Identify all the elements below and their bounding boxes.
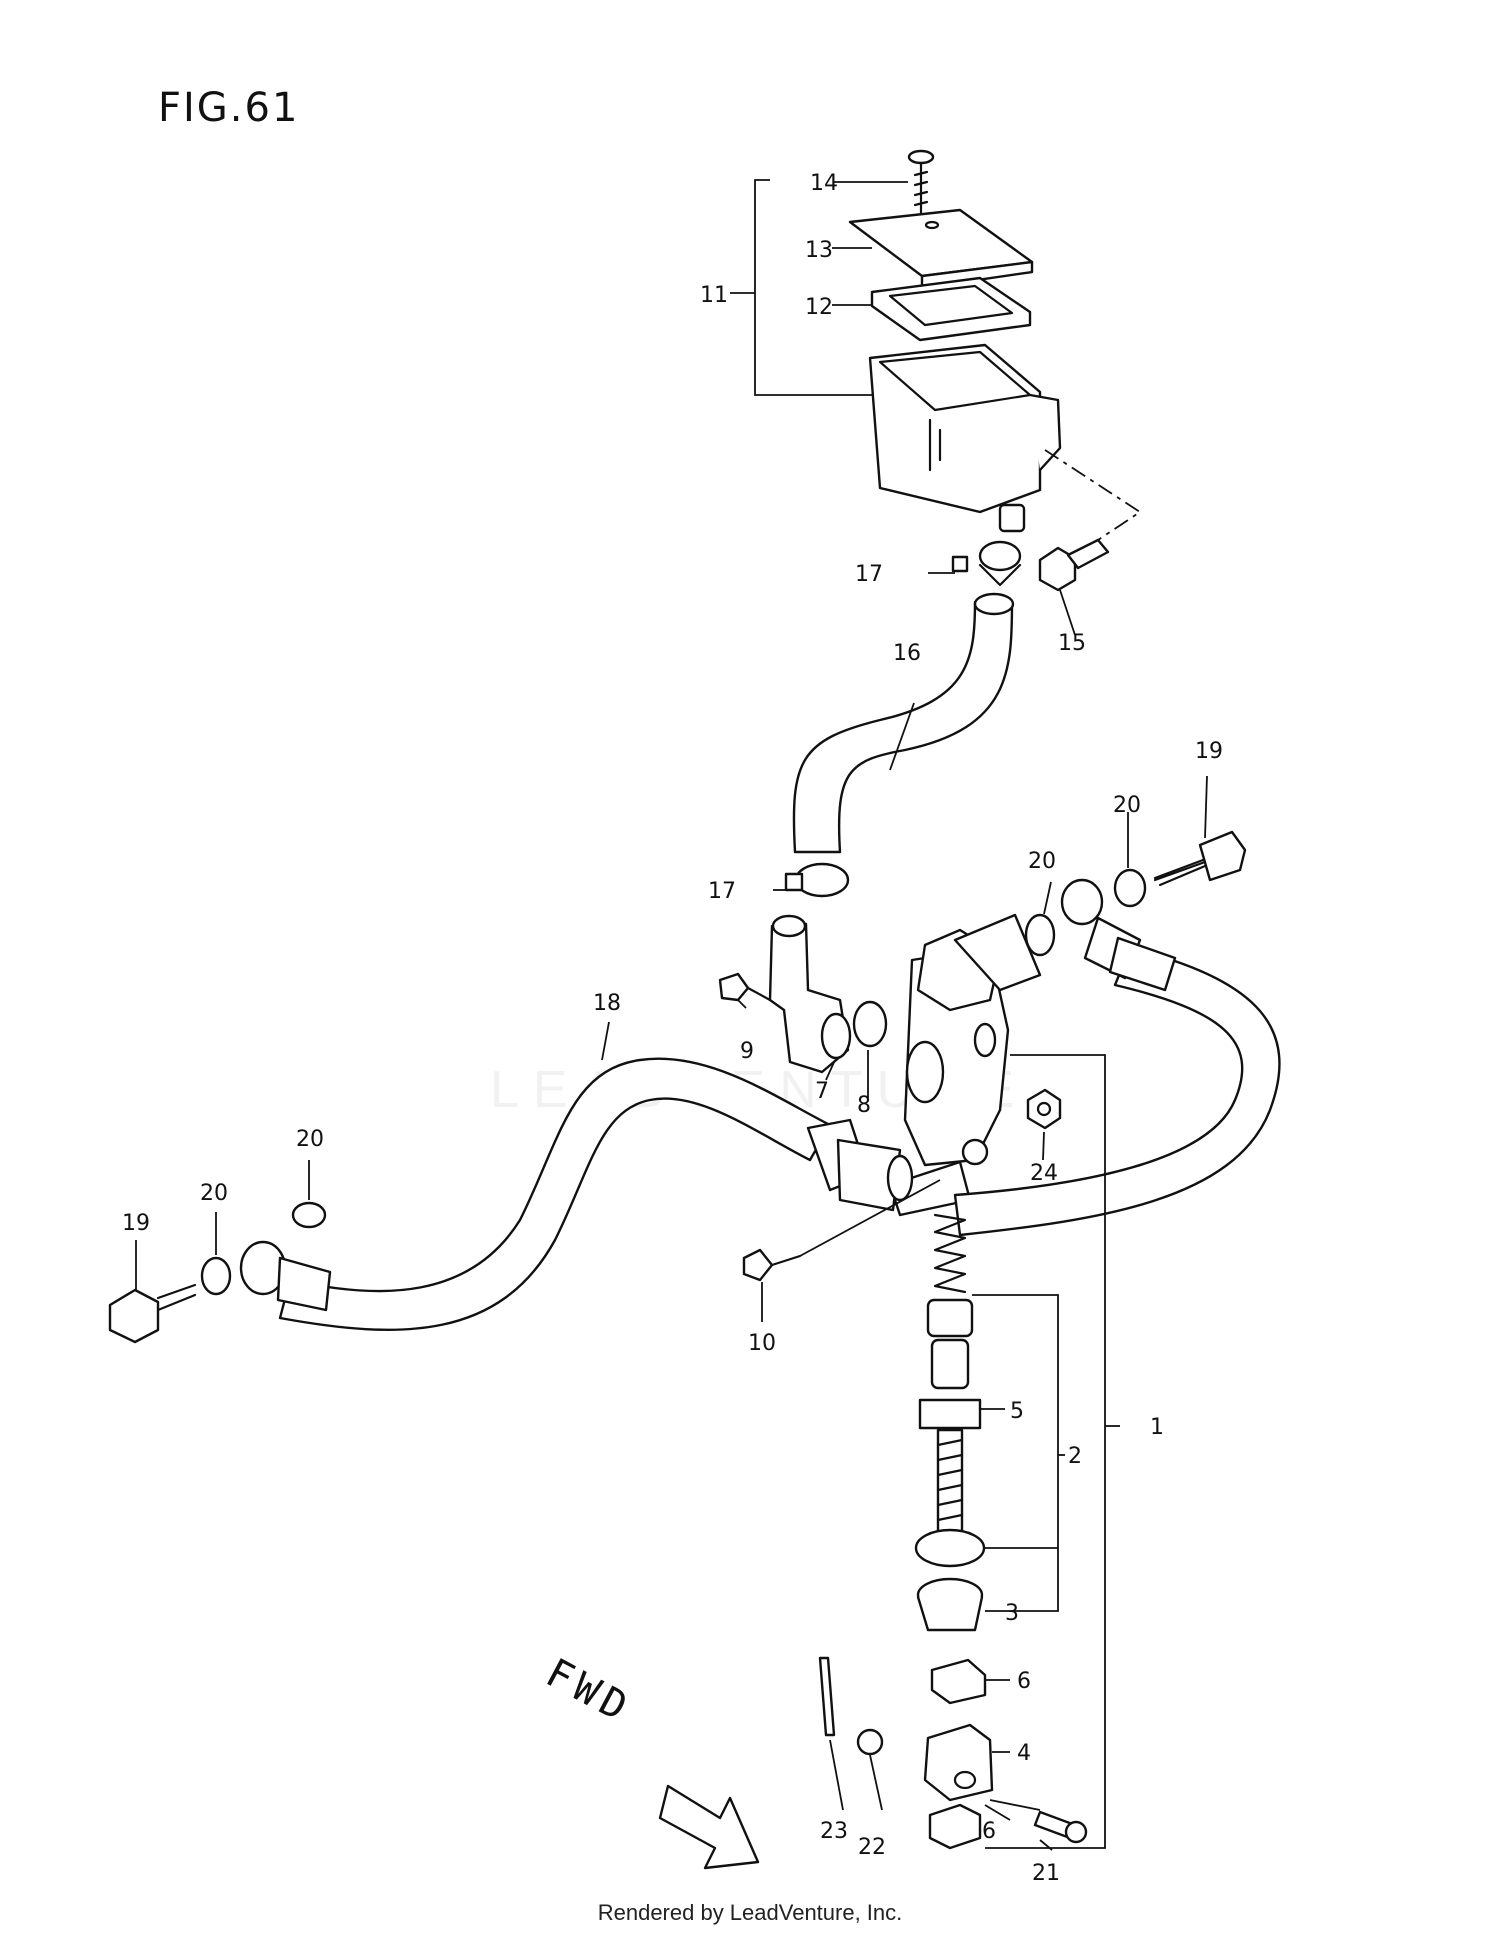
callout-4: 4	[1017, 1741, 1031, 1766]
callout-6-upper: 6	[1017, 1669, 1031, 1694]
body-nut[interactable]	[1026, 1088, 1062, 1130]
reservoir-diaphragm[interactable]	[870, 276, 1032, 342]
callout-2: 2	[1068, 1444, 1082, 1469]
piston-assembly[interactable]	[926, 1298, 974, 1390]
callout-15: 15	[1058, 631, 1086, 656]
callout-1: 1	[1150, 1415, 1164, 1440]
callout-24: 24	[1030, 1161, 1058, 1186]
inlet-o-ring[interactable]	[852, 1000, 888, 1048]
clevis-pin[interactable]	[989, 1799, 1088, 1844]
crush-washer-right-b[interactable]	[1113, 868, 1147, 908]
clevis[interactable]	[923, 1723, 994, 1802]
hose-clamp-upper[interactable]	[951, 540, 1022, 587]
locknut-upper[interactable]	[930, 1658, 987, 1705]
callout-10: 10	[748, 1331, 776, 1356]
callout-14: 14	[810, 171, 838, 196]
callout-17-lower: 17	[708, 879, 736, 904]
reservoir-hose[interactable]	[792, 600, 1014, 854]
hose-clamp-lower[interactable]	[784, 862, 850, 898]
inlet-screw[interactable]	[718, 972, 772, 1002]
callout-3: 3	[1005, 1601, 1019, 1626]
callout-9: 9	[740, 1039, 754, 1064]
banjo-fitting-right[interactable]	[1060, 878, 1177, 992]
body-screw[interactable]	[742, 1248, 802, 1282]
callout-21: 21	[1032, 1861, 1060, 1886]
callout-23: 23	[820, 1819, 848, 1844]
inlet-elbow-fitting[interactable]	[768, 914, 852, 1074]
banjo-fitting-left[interactable]	[239, 1240, 332, 1312]
forward-direction-arrow	[658, 1784, 760, 1870]
reservoir-body[interactable]	[868, 343, 1062, 533]
crush-washer-left-b[interactable]	[200, 1256, 232, 1296]
callout-6-lower: 6	[982, 1819, 996, 1844]
callout-20-left-b: 20	[200, 1181, 228, 1206]
callout-11: 11	[700, 283, 728, 308]
callout-16: 16	[893, 641, 921, 666]
crush-washer-right-a[interactable]	[1024, 913, 1056, 957]
locknut-lower[interactable]	[928, 1803, 982, 1850]
crush-washer-left-a[interactable]	[291, 1201, 327, 1229]
callout-20-left-a: 20	[296, 1127, 324, 1152]
brake-hose-right[interactable]	[953, 946, 1281, 1237]
master-cylinder-body[interactable]	[888, 913, 1042, 1217]
dust-boot[interactable]	[916, 1577, 984, 1632]
callout-8: 8	[857, 1093, 871, 1118]
banjo-fitting-center[interactable]	[806, 1118, 914, 1212]
banjo-bolt-left[interactable]	[108, 1283, 197, 1344]
pushrod[interactable]	[918, 1398, 982, 1552]
callout-20-right-a: 20	[1113, 793, 1141, 818]
callout-5: 5	[1010, 1399, 1024, 1424]
callout-18: 18	[593, 991, 621, 1016]
return-spring[interactable]	[933, 1213, 967, 1294]
leader-lines	[135, 179, 1208, 1851]
mount-bolt-alignment-line	[1044, 449, 1142, 541]
callout-19-right: 19	[1195, 739, 1223, 764]
callout-13: 13	[805, 238, 833, 263]
brake-hose-left[interactable]	[278, 1057, 832, 1332]
reservoir-screw[interactable]	[907, 149, 935, 217]
callout-22: 22	[858, 1835, 886, 1860]
plain-washer[interactable]	[856, 1728, 884, 1756]
cotter-pin[interactable]	[818, 1656, 836, 1737]
footer-credit: Rendered by LeadVenture, Inc.	[597, 1900, 903, 1925]
reservoir-mount-bolt[interactable]	[1038, 538, 1110, 592]
callout-19-left: 19	[122, 1211, 150, 1236]
callout-12: 12	[805, 295, 833, 320]
figure-title: FIG.61	[158, 85, 300, 131]
callout-7: 7	[815, 1079, 829, 1104]
banjo-bolt-right[interactable]	[1153, 830, 1247, 887]
snap-ring[interactable]	[914, 1528, 986, 1568]
callout-20-right-b: 20	[1028, 849, 1056, 874]
reservoir-cap[interactable]	[848, 208, 1034, 290]
callout-17-upper: 17	[855, 562, 883, 587]
